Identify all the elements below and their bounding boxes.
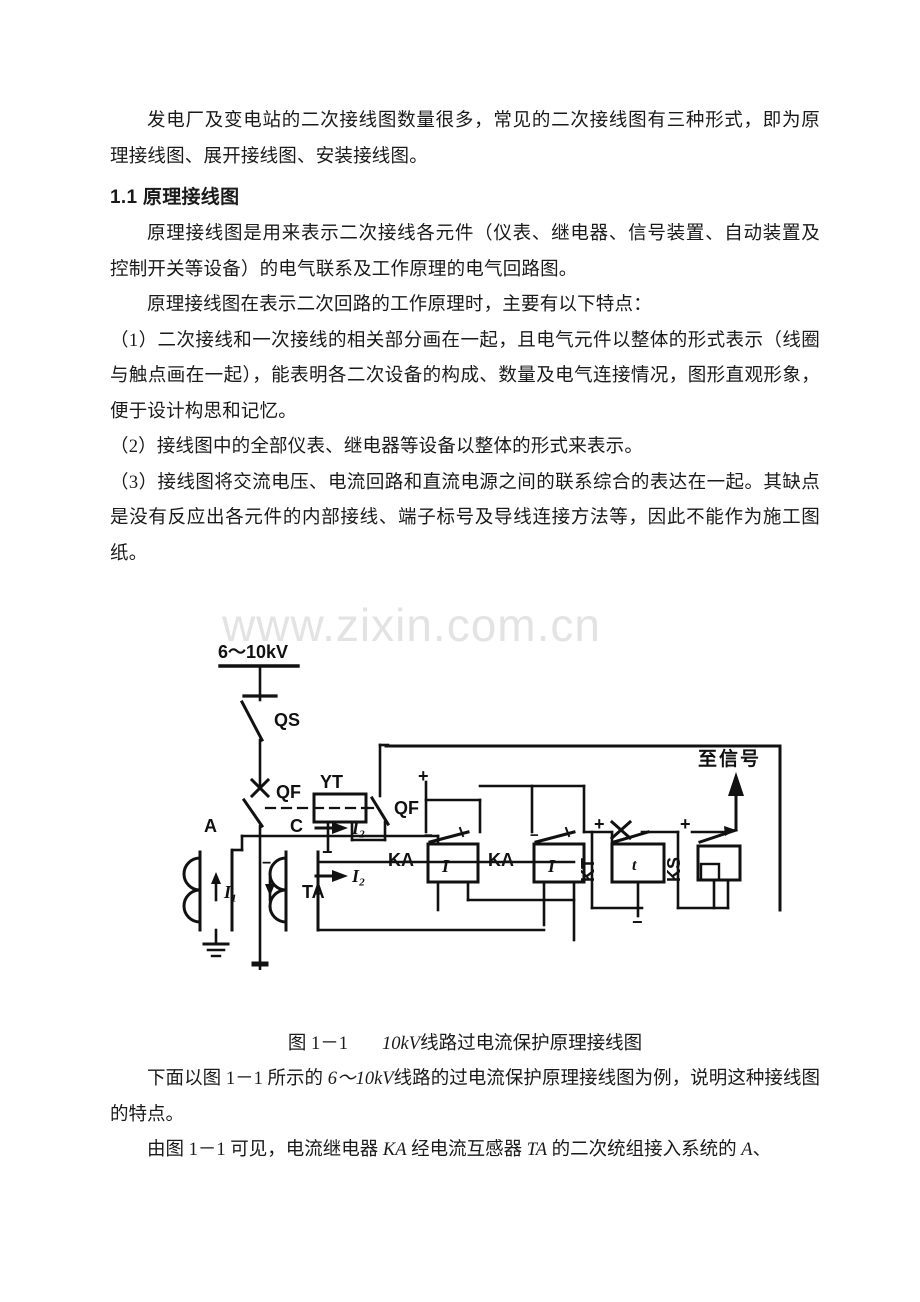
ct-a-coil-top bbox=[182, 856, 202, 892]
paragraph-conclusion-pre: 由图 1－1 可见，电流继电器 bbox=[147, 1140, 383, 1160]
circuit-svg: 6～10kV QS QF YT QF KA KA I I KT t KS 至信号… bbox=[182, 642, 782, 970]
paragraph-conclusion-ta: TA bbox=[526, 1140, 548, 1160]
paragraph-example: 下面以图 1－1 所示的 6～10kV线路的过电流保护原理接线图为例，说明这种接… bbox=[110, 1062, 820, 1133]
qf-cross-2 bbox=[249, 777, 271, 799]
label-i2-upper: I₂ bbox=[351, 818, 365, 838]
kt-contact-blade bbox=[612, 830, 650, 844]
ic-arrowhead bbox=[265, 884, 275, 896]
label-ka2-symbol: I bbox=[547, 856, 556, 876]
paragraph-example-pre: 下面以图 1－1 所示的 bbox=[147, 1069, 328, 1089]
ct-c-coil-bottom bbox=[268, 888, 288, 924]
label-minus-yt: − bbox=[322, 842, 333, 862]
paragraph-intro: 发电厂及变电站的二次接线图数量很多，常见的二次接线图有三种形式，即为原理接线图、… bbox=[110, 111, 820, 167]
kt-cross-2 bbox=[609, 819, 633, 841]
label-minus-ka2: − bbox=[530, 827, 539, 844]
paragraph-conclusion-mid: 经电流互感器 bbox=[406, 1140, 527, 1160]
ct-c-coil-top bbox=[268, 856, 288, 892]
qs-blade bbox=[239, 699, 265, 743]
document-body: 发电厂及变电站的二次接线图数量很多，常见的二次接线图有三种形式，即为原理接线图、… bbox=[110, 104, 820, 572]
label-qf-aux: QF bbox=[394, 798, 419, 818]
label-qf-breaker: QF bbox=[276, 782, 301, 802]
paragraph-conclusion-post: 的二次统组接入系统的 bbox=[547, 1140, 742, 1160]
label-to-signal: 至信号 bbox=[698, 747, 761, 770]
label-phase-c: C bbox=[290, 816, 303, 836]
label-ta: TA bbox=[302, 882, 325, 902]
i2-arrowhead-1 bbox=[332, 822, 348, 834]
ka1-contact-tick bbox=[458, 826, 465, 838]
i1-arrowhead bbox=[211, 872, 221, 884]
label-plus-kt: + bbox=[594, 814, 605, 834]
label-ka-1: KA bbox=[388, 850, 414, 870]
paragraph-item-3: （3）接线图将交流电压、电流回路和直流电源之间的联系综合的表达在一起。其缺点是没… bbox=[110, 472, 820, 564]
figure-caption-title-italic: 10kV bbox=[382, 1034, 421, 1054]
qf-blade bbox=[241, 797, 265, 829]
label-minus-ka1: − bbox=[424, 827, 433, 844]
paragraph-example-italic: 6～10kV bbox=[327, 1069, 394, 1089]
qf-aux-blade bbox=[369, 795, 391, 827]
label-yt: YT bbox=[320, 772, 343, 792]
section-heading-1-1: 1.1 原理接线图 bbox=[110, 187, 240, 208]
label-plus-ka1: + bbox=[418, 766, 429, 786]
label-qs: QS bbox=[274, 710, 300, 730]
paragraph-conclusion-a: A bbox=[741, 1140, 753, 1160]
figure-caption-title: 10kV线路过电流保护原理接线图 bbox=[348, 1034, 642, 1054]
label-voltage: 6～10kV bbox=[218, 642, 288, 662]
watermark-zixin: www.zixin.com.cn bbox=[222, 599, 601, 651]
paragraph-conclusion: 由图 1－1 可见，电流继电器 KA 经电流互感器 TA 的二次统组接入系统的 … bbox=[110, 1133, 820, 1169]
paragraph-definition: 原理接线图是用来表示二次接线各元件（仪表、继电器、信号装置、自动装置及控制开关等… bbox=[110, 224, 820, 280]
paragraph-conclusion-tail: 、 bbox=[752, 1140, 772, 1160]
paragraph-features-lead: 原理接线图在表示二次回路的工作原理时，主要有以下特点： bbox=[147, 295, 652, 315]
figure-circuit-diagram: 6～10kV QS QF YT QF KA KA I I KT t KS 至信号… bbox=[180, 600, 800, 970]
paragraph-example-post: 线路的过电流保护原理接线图为例，说明这种接线图的特点。 bbox=[110, 1069, 820, 1125]
label-phase-a: A bbox=[204, 816, 217, 836]
paragraph-conclusion-ka: KA bbox=[382, 1140, 407, 1160]
label-i1: I₁ bbox=[223, 882, 237, 902]
figure-caption-title-zh: 线路过电流保护原理接线图 bbox=[420, 1034, 643, 1054]
ks-flag-box bbox=[699, 862, 721, 882]
label-plus-ks: + bbox=[680, 814, 691, 834]
to-signal-arrow bbox=[728, 772, 744, 796]
document-body-after-figure: 下面以图 1－1 所示的 6～10kV线路的过电流保护原理接线图为例，说明这种接… bbox=[110, 1062, 820, 1169]
figure-caption-number: 图 1－1 bbox=[287, 1034, 349, 1054]
label-ks: KS bbox=[664, 857, 684, 882]
paragraph-item-2: （2）接线图中的全部仪表、继电器等设备以整体的形式来表示。 bbox=[110, 437, 644, 457]
label-kt-symbol: t bbox=[632, 857, 637, 874]
label-kt: KT bbox=[578, 858, 598, 882]
label-i2-lower: I₂ bbox=[351, 866, 365, 886]
label-minus-kt: − bbox=[632, 912, 643, 932]
label-ka1-symbol: I bbox=[441, 856, 450, 876]
i2-arrowhead-2 bbox=[332, 870, 348, 882]
label-ka-2: KA bbox=[488, 850, 514, 870]
ct-a-coil-bottom bbox=[182, 888, 202, 924]
paragraph-item-1: （1）二次接线和一次接线的相关部分画在一起，且电气元件以整体的形式表示（线圈与触… bbox=[110, 330, 820, 422]
ka2-contact-tick bbox=[564, 826, 571, 838]
kt-coil-box bbox=[610, 842, 666, 884]
ks-contact-arrowhead bbox=[724, 826, 736, 836]
label-minus-ct: − bbox=[262, 855, 271, 872]
